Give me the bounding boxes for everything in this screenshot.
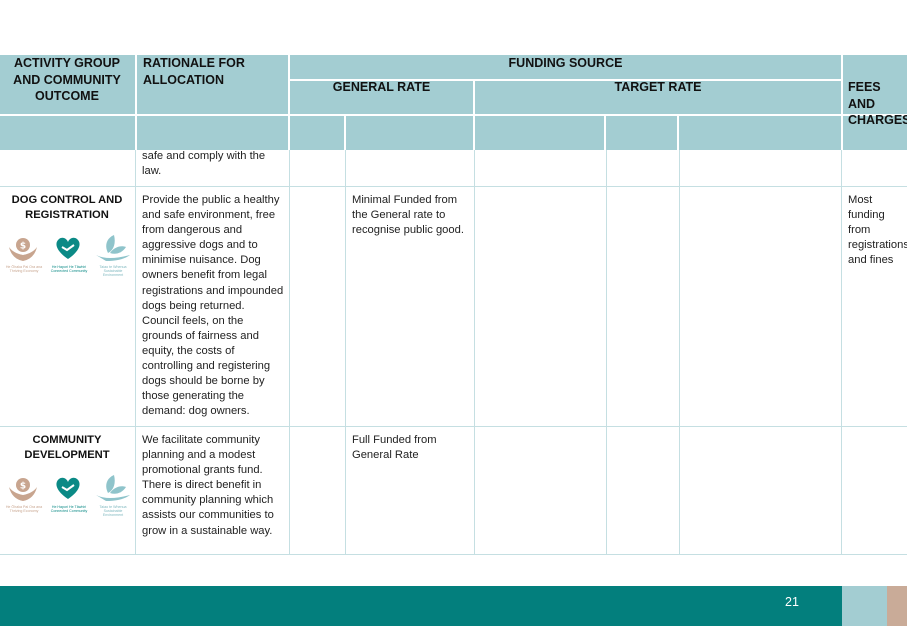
general-rate-dog-control: Minimal Funded from the General rate to …	[352, 194, 464, 237]
dollar-hand-icon: $	[9, 478, 37, 501]
rationale-dog-control: Provide the public a healthy and safe en…	[142, 194, 284, 418]
column-line	[135, 150, 136, 554]
page-number: 21	[785, 595, 799, 609]
table-header	[0, 55, 907, 150]
header-divider	[604, 116, 606, 150]
general-rate-community-development: Full Funded from General Rate	[352, 434, 437, 462]
svg-text:$: $	[20, 242, 26, 252]
fees-dog-control: Most funding from registrations and fine…	[848, 194, 907, 267]
svg-text:$: $	[20, 482, 26, 492]
header-general-rate: GENERAL RATE	[332, 80, 431, 94]
header-divider	[0, 114, 907, 116]
header-divider	[135, 55, 137, 150]
column-line	[345, 150, 346, 554]
footer-accent-square	[842, 586, 887, 626]
header-divider	[841, 55, 843, 150]
outcome-caption: Taiao te Whenua Sustainable Environment	[99, 265, 127, 277]
table-row-continuation-rationale: safe and comply with the law.	[142, 150, 266, 178]
column-line	[289, 150, 290, 554]
header-fees-and-charges: FEES AND CHARGES	[848, 80, 907, 127]
header-activity-group: ACTIVITY GROUP AND COMMUNITY OUTCOME	[13, 56, 121, 103]
leaf-hand-icon	[96, 475, 130, 501]
heart-hands-icon	[56, 477, 80, 499]
header-divider	[288, 55, 290, 150]
page-footer-bar	[0, 586, 842, 626]
row-line	[0, 426, 907, 427]
header-divider	[344, 116, 346, 150]
column-line	[474, 150, 475, 554]
header-target-rate: TARGET RATE	[614, 80, 702, 94]
header-rationale: RATIONALE FOR ALLOCATION	[143, 56, 245, 87]
outcome-caption: He Hapori He Tāwhiri Connected Community	[50, 505, 88, 513]
column-line	[841, 150, 842, 554]
outcome-caption: Taiao te Whenua Sustainable Environment	[99, 505, 127, 517]
column-line	[679, 150, 680, 554]
header-divider	[677, 116, 679, 150]
community-outcome-icons: $ He Ōhaka Pai Ora ana Thriving Economy …	[4, 233, 130, 279]
heart-hands-icon	[56, 237, 80, 259]
activity-group-community-development: COMMUNITY DEVELOPMENT	[24, 434, 110, 462]
row-line	[0, 554, 907, 555]
column-line	[606, 150, 607, 554]
dollar-hand-icon: $	[9, 238, 37, 261]
community-outcome-icons: $ He Ōhaka Pai Ora ana Thriving Economy …	[4, 473, 130, 519]
row-line	[0, 186, 907, 187]
rationale-community-development: We facilitate community planning and a m…	[142, 434, 274, 537]
outcome-caption: He Ōhaka Pai Ora ana Thriving Economy	[5, 505, 43, 513]
header-divider	[288, 79, 843, 81]
leaf-hand-icon	[96, 235, 130, 261]
outcome-caption: He Ōhaka Pai Ora ana Thriving Economy	[5, 265, 43, 273]
outcome-caption: He Hapori He Tāwhiri Connected Community	[50, 265, 88, 273]
activity-group-dog-control: DOG CONTROL AND REGISTRATION	[11, 194, 123, 222]
footer-accent-square	[887, 586, 907, 626]
header-funding-source: FUNDING SOURCE	[508, 56, 623, 70]
